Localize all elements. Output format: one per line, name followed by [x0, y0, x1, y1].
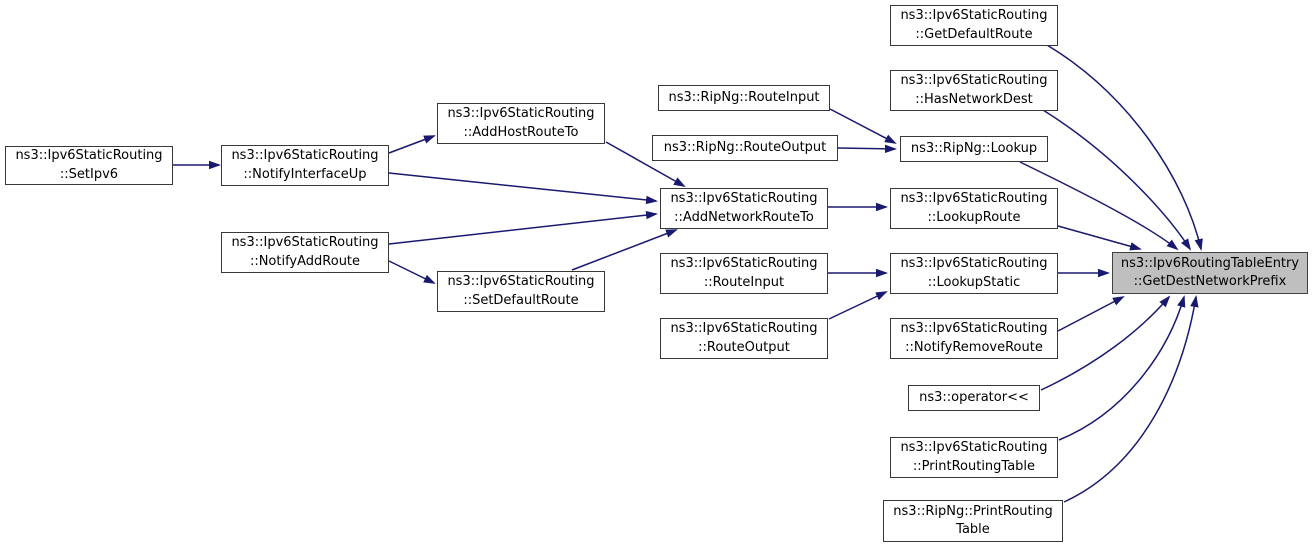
- edge-set-default-route-to-add-network-route-to: [571, 229, 678, 271]
- edge-group: [173, 44, 1203, 503]
- graph-node-add-network-route-to[interactable]: ns3::Ipv6StaticRouting ::AddNetworkRoute…: [660, 188, 828, 229]
- graph-node-print-routing-table[interactable]: ns3::Ipv6StaticRouting ::PrintRoutingTab…: [890, 437, 1058, 478]
- graph-node-add-host-route-to[interactable]: ns3::Ipv6StaticRouting ::AddHostRouteTo: [437, 103, 605, 144]
- edge-ripng-route-input-to-ripng-lookup: [829, 108, 897, 144]
- graph-node-ripng-route-output[interactable]: ns3::RipNg::RouteOutput: [652, 135, 838, 161]
- edge-operator-stream-to-get-dest-network-prefix: [1040, 295, 1171, 391]
- graph-node-get-default-route[interactable]: ns3::Ipv6StaticRouting ::GetDefaultRoute: [890, 5, 1058, 46]
- edge-has-network-dest-to-get-dest-network-prefix: [1042, 109, 1192, 251]
- graph-node-get-dest-network-prefix: ns3::Ipv6RoutingTableEntry ::GetDestNetw…: [1112, 252, 1308, 294]
- graph-node-set-ipv6[interactable]: ns3::Ipv6StaticRouting ::SetIpv6: [5, 146, 173, 185]
- edge-add-host-route-to-to-add-network-route-to: [605, 141, 686, 187]
- edge-notify-add-route-to-add-network-route-to: [388, 210, 658, 245]
- graph-node-lookup-route[interactable]: ns3::Ipv6StaticRouting ::LookupRoute: [890, 188, 1058, 229]
- graph-node-set-default-route[interactable]: ns3::Ipv6StaticRouting ::SetDefaultRoute: [437, 271, 605, 312]
- graph-node-route-output[interactable]: ns3::Ipv6StaticRouting ::RouteOutput: [660, 318, 828, 359]
- edge-notify-interface-up-to-add-host-route-to: [388, 135, 436, 154]
- graph-node-route-input[interactable]: ns3::Ipv6StaticRouting ::RouteInput: [660, 253, 828, 294]
- edge-notify-add-route-to-set-default-route: [388, 260, 436, 284]
- edge-ripng-lookup-to-get-dest-network-prefix: [1019, 161, 1179, 251]
- edge-notify-interface-up-to-add-network-route-to: [388, 172, 658, 205]
- graph-node-lookup-static[interactable]: ns3::Ipv6StaticRouting ::LookupStatic: [890, 253, 1058, 294]
- graph-node-notify-interface-up[interactable]: ns3::Ipv6StaticRouting ::NotifyInterface…: [221, 145, 389, 186]
- edge-ripng-print-routing-table-to-get-dest-network-prefix: [1063, 295, 1199, 503]
- edge-get-default-route-to-get-dest-network-prefix: [1046, 44, 1203, 251]
- edge-print-routing-table-to-get-dest-network-prefix: [1058, 295, 1186, 441]
- edge-ripng-route-output-to-ripng-lookup: [837, 144, 897, 154]
- graph-node-ripng-lookup[interactable]: ns3::RipNg::Lookup: [900, 136, 1048, 162]
- graph-node-has-network-dest[interactable]: ns3::Ipv6StaticRouting ::HasNetworkDest: [890, 70, 1058, 111]
- edge-lookup-route-to-get-dest-network-prefix: [1057, 225, 1142, 251]
- graph-node-notify-add-route[interactable]: ns3::Ipv6StaticRouting ::NotifyAddRoute: [221, 232, 389, 273]
- edge-route-output-to-lookup-static: [828, 291, 888, 320]
- graph-node-ripng-print-routing-table[interactable]: ns3::RipNg::PrintRouting Table: [883, 500, 1063, 542]
- edge-notify-remove-route-to-get-dest-network-prefix: [1057, 296, 1125, 332]
- graph-node-notify-remove-route[interactable]: ns3::Ipv6StaticRouting ::NotifyRemoveRou…: [890, 318, 1058, 359]
- graph-node-operator-stream[interactable]: ns3::operator<<: [908, 385, 1040, 411]
- graph-node-ripng-route-input[interactable]: ns3::RipNg::RouteInput: [658, 85, 830, 111]
